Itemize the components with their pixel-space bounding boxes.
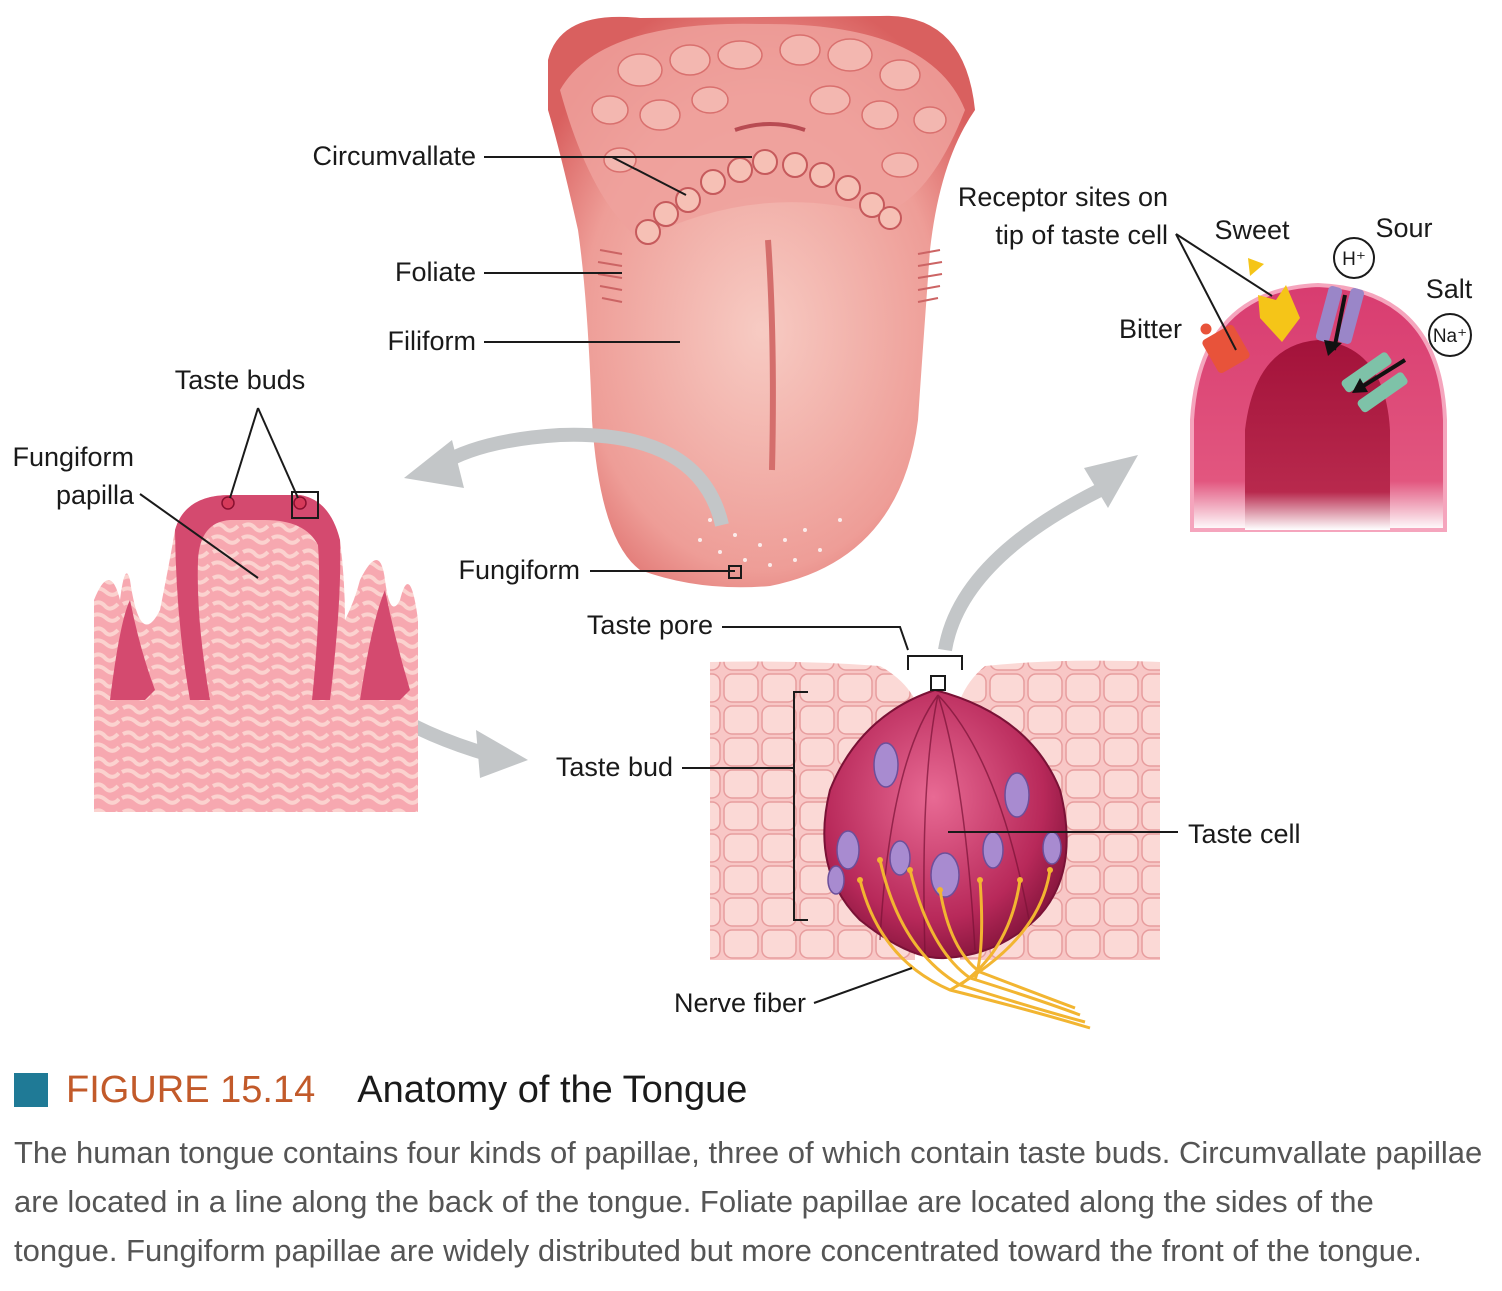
na-ion-circle xyxy=(1428,313,1472,357)
label-nerve-fiber: Nerve fiber xyxy=(674,988,806,1018)
caption-heading: FIGURE 15.14 Anatomy of the Tongue xyxy=(14,1062,1494,1118)
sweet-receptor xyxy=(1258,285,1300,342)
label-salt: Salt xyxy=(1426,274,1473,304)
label-bitter: Bitter xyxy=(1119,314,1182,344)
taste-pore-marker-box xyxy=(930,675,946,691)
taste-bud-bracket xyxy=(793,691,808,921)
papilla-marker-box xyxy=(291,491,319,519)
label-fungiform-papilla-line2: papilla xyxy=(56,480,135,510)
label-na-ion: Na⁺ xyxy=(1433,326,1467,347)
labels: Circumvallate Foliate Filiform Taste bud… xyxy=(12,141,1472,1018)
figure-number: FIGURE 15.14 xyxy=(66,1068,316,1111)
label-receptor-line1: Receptor sites on xyxy=(958,182,1168,212)
fungiform-dots xyxy=(698,518,842,567)
label-taste-cell: Taste cell xyxy=(1188,819,1301,849)
label-filiform: Filiform xyxy=(388,326,477,356)
nerve-fibers xyxy=(858,859,1091,1030)
taste-pore-bracket xyxy=(907,655,963,670)
receptor-inset xyxy=(1190,237,1472,532)
tongue-to-papilla-arrow xyxy=(436,427,729,527)
papilla-epithelium xyxy=(175,495,341,700)
papilla-cross-section xyxy=(94,491,418,812)
leader-lines xyxy=(139,156,1273,1004)
caption-text: The human tongue contains four kinds of … xyxy=(14,1135,1483,1268)
label-fungiform: Fungiform xyxy=(458,555,580,585)
circumvallate-papillae xyxy=(635,149,902,245)
label-taste-buds: Taste buds xyxy=(175,365,306,395)
tongue-back-bumps xyxy=(591,34,947,178)
label-sweet: Sweet xyxy=(1214,215,1290,245)
label-taste-pore: Taste pore xyxy=(587,610,713,640)
caption-marker xyxy=(14,1073,48,1107)
bitter-receptor xyxy=(1202,325,1250,373)
figure-caption: FIGURE 15.14 Anatomy of the Tongue The h… xyxy=(14,1062,1494,1275)
taste-cell-nuclei xyxy=(827,742,1062,898)
label-foliate: Foliate xyxy=(395,257,476,287)
tongue-back-region xyxy=(560,23,965,240)
label-circumvallate: Circumvallate xyxy=(312,141,476,171)
salt-channel xyxy=(1341,352,1408,413)
label-sour: Sour xyxy=(1375,213,1432,243)
label-taste-bud: Taste bud xyxy=(556,752,673,782)
tongue-anatomy-figure: Circumvallate Foliate Filiform Taste bud… xyxy=(12,15,1473,1030)
label-fungiform-papilla-line1: Fungiform xyxy=(12,442,134,472)
sour-channel xyxy=(1315,286,1365,344)
bud-to-receptor-arrow xyxy=(938,483,1104,652)
h-ion-circle xyxy=(1333,237,1375,279)
label-h-ion: H⁺ xyxy=(1342,249,1366,270)
foliate-ridges xyxy=(597,249,943,303)
taste-bud-illustration xyxy=(710,655,1160,1030)
figure-title: Anatomy of the Tongue xyxy=(357,1068,748,1111)
label-receptor-line2: tip of taste cell xyxy=(995,220,1168,250)
tongue-illustration xyxy=(548,15,975,588)
